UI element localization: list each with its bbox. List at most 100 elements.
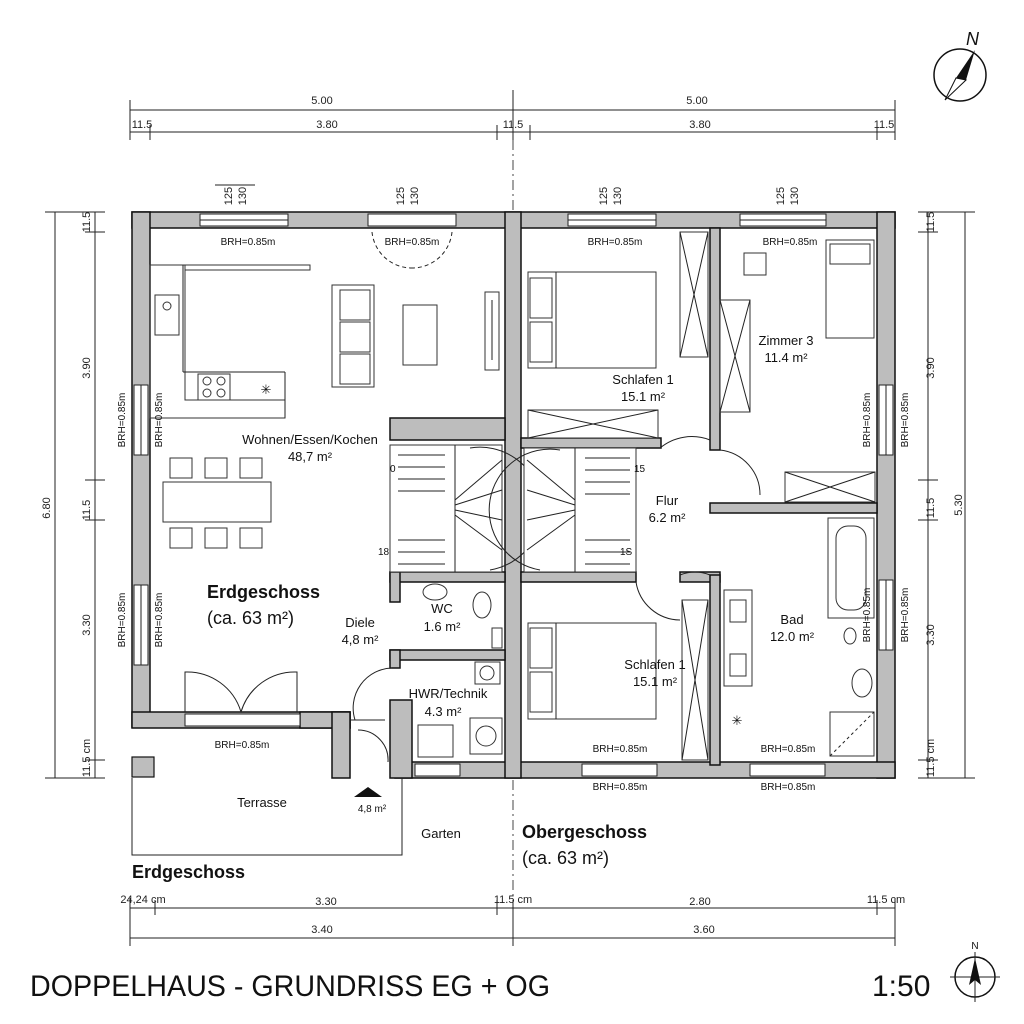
windows [133,213,894,777]
bed-schlafen-top [527,231,709,439]
floor-og-label: Obergeschoss [522,822,647,842]
north-label-bottom: N [971,941,978,952]
brh-12: BRH=0.85m [900,588,911,643]
floor-eg-label: Erdgeschoss [207,582,320,602]
dim-w1b: 130 [237,187,249,205]
room-schlafen2-name: Schlafen 1 [624,657,685,672]
dim-w2a: 125 [395,187,407,205]
dim-top-wall-b: 11.5 [874,119,895,131]
north-label-top: N [966,29,980,49]
dim-w4b: 130 [789,187,801,205]
bad-toilet-icon [851,668,873,698]
dim-left-top-wall: 11.5 [81,212,93,233]
brh-7: BRH=0.85m [117,593,128,648]
coffee-table-icon [402,304,438,366]
stairs-og: 15 1S [488,447,646,573]
brh-8: BRH=0.85m [154,593,165,648]
washer-icon [417,724,454,758]
room-diele-area: 4,8 m² [342,632,380,647]
terrace [131,778,403,856]
dim-top-wall-mid: 11.5 [503,119,524,131]
heater-icon: ✳ [732,713,743,728]
toilet-icon [472,591,492,619]
dim-bottom-b: 3.30 [315,896,336,908]
bottom-dimension-lines: 24,24 cm 3.30 11.5 cm 2.80 11.5 cm 3.40 … [120,894,905,946]
dim-left-mid-wall: 11.5 [81,500,93,521]
room-bad-name: Bad [780,612,803,627]
brh-labels: BRH=0.85m BRH=0.85m BRH=0.85m BRH=0.85m … [117,237,911,793]
stove-icon [197,373,231,401]
title-block: DOPPELHAUS - GRUNDRISS EG + OG 1:50 N [30,941,1000,1003]
brh-4: BRH=0.85m [763,237,818,248]
stair-og-end: 1S [620,547,633,558]
room-schlafen1-name: Schlafen 1 [612,372,673,387]
floor-eg-bottom-label: Erdgeschoss [132,862,245,882]
dim-left-total: 6.80 [41,497,53,518]
room-wohnen-area: 48,7 m² [288,449,333,464]
chair-icon [743,252,767,276]
entrance-marker-icon [354,787,382,797]
label-entrance-area: 4,8 m² [358,804,387,815]
dining-furniture [162,457,272,549]
north-arrow-top: N [933,29,987,102]
living-furniture [331,284,500,388]
dim-top-right-total: 5.00 [686,95,707,107]
stair-og-start: 15 [634,464,646,475]
dim-right-total: 5.30 [953,494,965,515]
floor-eg-area: (ca. 63 m²) [207,608,294,628]
dim-top-wall-a: 11.5 [132,119,153,131]
dim-w3b: 130 [612,187,624,205]
dim-left-upper: 3.90 [81,357,93,378]
room-hwr-area: 4.3 m² [425,704,463,719]
room-zimmer3-name: Zimmer 3 [759,333,814,348]
dim-bottom-a: 24,24 cm [120,894,165,906]
left-dimension-lines: 6.80 11.5 3.90 11.5 3.30 11.5 cm [41,211,105,779]
drawing-scale: 1:50 [872,970,930,1003]
dim-bottom-left-total: 3.40 [311,924,332,936]
dim-right-bottom-wall: 11.5 cm [925,739,937,777]
room-schlafen1-area: 15.1 m² [621,389,666,404]
room-wohnen-name: Wohnen/Essen/Kochen [242,432,378,447]
brh-13: BRH=0.85m [215,740,270,751]
dim-right-mid-wall: 11.5 [925,498,937,519]
sink-icon [154,294,180,336]
drawing-title: DOPPELHAUS - GRUNDRISS EG + OG [30,970,550,1003]
brh-16: BRH=0.85m [593,782,648,793]
dim-right-top-wall: 11.5 [925,212,937,233]
room-flur-area: 6.2 m² [649,510,687,525]
dim-w4a: 125 [775,187,787,205]
dim-top-left-total: 5.00 [311,95,332,107]
room-schlafen2-area: 15.1 m² [633,674,678,689]
zimmer3-furniture [719,239,876,503]
room-bad-area: 12.0 m² [770,629,815,644]
dim-right-lower: 3.30 [925,624,937,645]
dim-top-left-inner: 3.80 [316,119,337,131]
dim-bottom-d: 2.80 [689,896,710,908]
dim-left-lower: 3.30 [81,614,93,635]
label-garten: Garten [421,826,461,841]
kitchen: ✳ [149,264,311,419]
room-hwr-name: HWR/Technik [409,686,488,701]
dim-w3a: 125 [598,187,610,205]
bed-schlafen-bottom [527,599,709,761]
stair-eg-end: 18 [378,547,390,558]
fridge-icon: ✳ [261,382,272,397]
brh-6: BRH=0.85m [154,393,165,448]
bidet-icon [843,627,857,645]
brh-3: BRH=0.85m [588,237,643,248]
brh-1: BRH=0.85m [221,237,276,248]
room-wc-area: 1.6 m² [424,619,462,634]
dim-top-right-inner: 3.80 [689,119,710,131]
wc-sink-icon [422,583,448,601]
top-dimension-lines: 5.00 5.00 11.5 3.80 11.5 3.80 11.5 125 1… [129,90,896,205]
brh-5: BRH=0.85m [117,393,128,448]
wc-fixtures [422,583,503,649]
stair-eg-start: 0 [390,464,396,475]
floor-labels: Erdgeschoss (ca. 63 m²) Obergeschoss (ca… [132,582,647,882]
brh-9: BRH=0.85m [862,393,873,448]
brh-15: BRH=0.85m [761,744,816,755]
room-zimmer3-area: 11.4 m² [764,350,808,365]
dining-table-icon [162,481,272,523]
dim-right-upper: 3.90 [925,357,937,378]
